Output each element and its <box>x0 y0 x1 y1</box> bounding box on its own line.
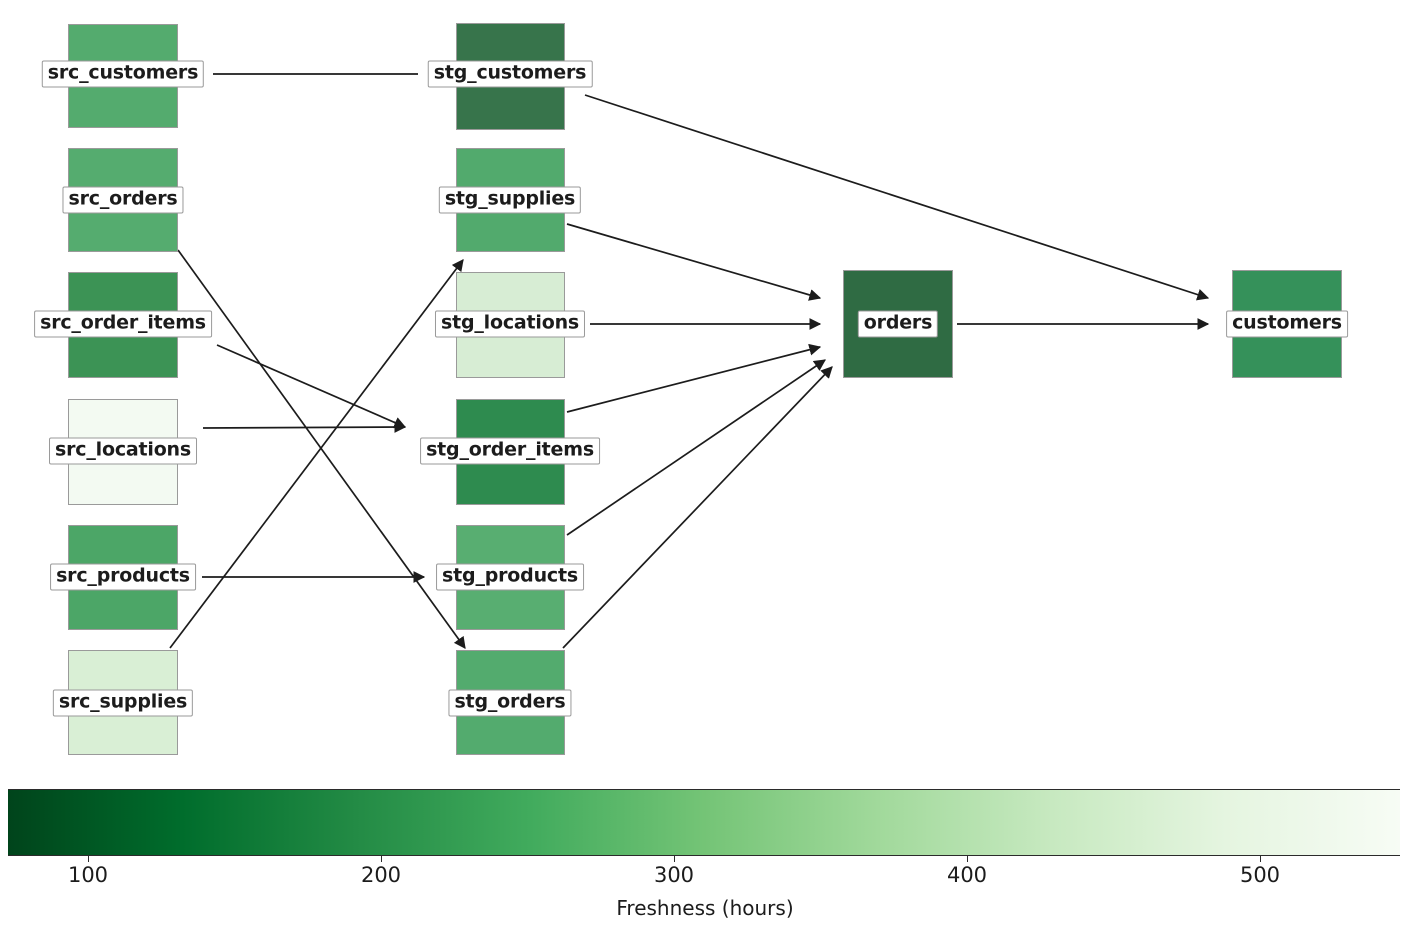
edge-src_supplies-stg_locations <box>169 259 464 649</box>
node-label-src_orders[interactable]: src_orders <box>62 186 184 214</box>
edge-stg_orders-orders <box>562 366 833 649</box>
colorbar-gradient <box>8 789 1400 856</box>
node-label-src_order_items[interactable]: src_order_items <box>34 310 212 338</box>
edge-layer <box>169 73 1210 649</box>
colorbar-tick-300 <box>674 856 676 862</box>
node-label-stg_products[interactable]: stg_products <box>436 563 584 591</box>
node-label-src_supplies[interactable]: src_supplies <box>52 689 194 717</box>
node-label-stg_locations[interactable]: stg_locations <box>434 310 586 338</box>
node-label-src_customers[interactable]: src_customers <box>41 60 205 88</box>
edge-stg_products-orders <box>566 359 826 536</box>
edge-src_order_items-stg_order_items <box>216 344 407 429</box>
node-label-stg_supplies[interactable]: stg_supplies <box>438 186 582 214</box>
colorbar-tick-100 <box>88 856 90 862</box>
node-label-src_locations[interactable]: src_locations <box>49 437 197 465</box>
node-label-stg_order_items[interactable]: stg_order_items <box>420 437 600 465</box>
colorbar-ticklabel-300: 300 <box>653 863 695 887</box>
colorbar-ticklabel-100: 100 <box>67 863 109 887</box>
colorbar: 100 200 300 400 500 <box>8 789 1400 887</box>
node-label-src_products[interactable]: src_products <box>50 563 196 591</box>
colorbar-tick-500 <box>1260 856 1262 862</box>
colorbar-axis-label: Freshness (hours) <box>616 896 794 920</box>
colorbar-ticklabel-400: 400 <box>946 863 988 887</box>
edge-stg_customers-customers <box>584 94 1210 301</box>
edge-stg_order_items-orders <box>566 343 822 413</box>
edge-stg_supplies-orders <box>566 223 822 301</box>
colorbar-ticklabel-200: 200 <box>360 863 402 887</box>
node-label-customers[interactable]: customers <box>1226 310 1348 338</box>
node-label-stg_orders[interactable]: stg_orders <box>448 689 572 717</box>
node-label-orders[interactable]: orders <box>857 310 939 338</box>
node-label-stg_customers[interactable]: stg_customers <box>427 60 593 88</box>
colorbar-ticklabel-500: 500 <box>1239 863 1281 887</box>
colorbar-tick-200 <box>381 856 383 862</box>
colorbar-tick-400 <box>967 856 969 862</box>
edge-src_locations-stg_order_items <box>202 421 407 434</box>
